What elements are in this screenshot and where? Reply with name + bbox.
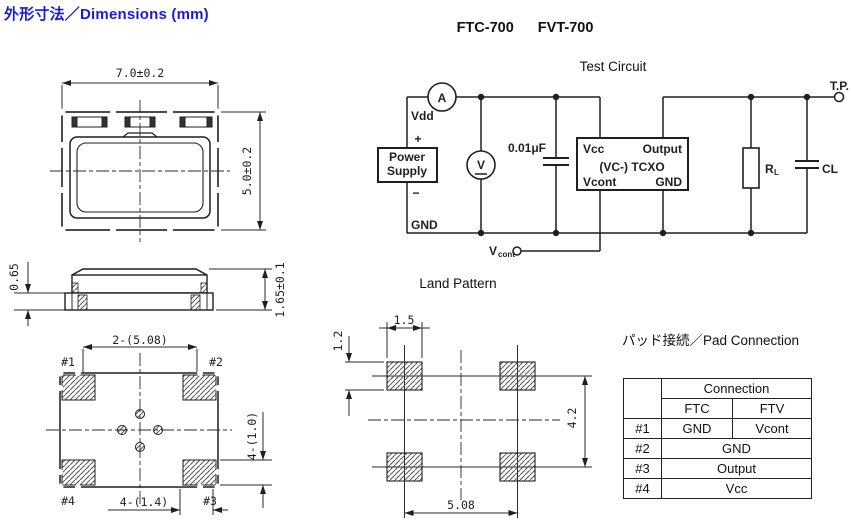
land-pattern-title: Land Pattern xyxy=(419,276,497,291)
vcont-terminal-node xyxy=(512,246,522,256)
table-col-ftc: FTC xyxy=(661,398,733,419)
side-body xyxy=(71,274,208,294)
load-capacitor-label: CL xyxy=(822,162,838,176)
package-top-view: 7.0±0.2 5.0±0.2 xyxy=(50,66,266,242)
pad-2 xyxy=(182,374,217,401)
circuit-wires xyxy=(406,96,834,252)
row1-ftc-value: GND xyxy=(661,418,733,439)
page-title: 外形寸法／Dimensions (mm) xyxy=(4,6,209,23)
table-header-connection: Connection xyxy=(661,378,812,399)
gnd-rail-label: GND xyxy=(411,218,438,232)
row2-value: GND xyxy=(661,438,812,459)
tcxo-output-pin: Output xyxy=(643,142,682,156)
test-circuit-title: Test Circuit xyxy=(579,59,647,74)
model-names: FTC-700 FVT-700 xyxy=(375,20,675,36)
bottom-pitch-dim: 2-(5.08) xyxy=(112,333,167,347)
pad-4-label: #4 xyxy=(61,494,75,508)
table-row: #2 GND xyxy=(623,438,812,459)
land-pad-height-dim: 1.2 xyxy=(331,331,345,352)
junction-dots xyxy=(477,93,811,237)
row1-pad: #1 xyxy=(623,418,662,439)
test-point-label: T.P. xyxy=(830,79,849,93)
pad-3-label: #3 xyxy=(203,494,217,508)
vcont-terminal-sub: cont xyxy=(498,250,515,259)
side-lid xyxy=(71,268,208,276)
row2-pad: #2 xyxy=(623,438,662,459)
bottom-pad-height-dim: 4-(1.0) xyxy=(245,412,259,460)
bottom-notches xyxy=(56,369,222,491)
voltmeter-label: V xyxy=(477,158,485,172)
row3-value: Output xyxy=(661,458,812,479)
row4-pad: #4 xyxy=(623,478,662,499)
side-view-height-dim: 1.65±0.1 xyxy=(273,262,287,317)
land-pattern-diagram: 1.5 1.2 4.2 5.08 xyxy=(331,313,592,518)
corner-pads xyxy=(61,374,217,486)
test-point-node xyxy=(833,91,845,103)
plus-label: + xyxy=(414,132,421,146)
land-pad-width-dim: 1.5 xyxy=(394,313,415,327)
top-marks xyxy=(71,116,213,128)
power-supply-line1: Power xyxy=(389,150,425,164)
ammeter-symbol xyxy=(427,82,457,112)
pad-1-label: #1 xyxy=(61,355,75,369)
pad-1 xyxy=(61,374,96,401)
vcont-terminal-label: V xyxy=(489,244,497,258)
power-supply-line2: Supply xyxy=(387,164,427,178)
top-view-width-dim: 7.0±0.2 xyxy=(116,66,164,80)
table-col-ftv: FTV xyxy=(732,398,812,419)
ammeter-label: A xyxy=(438,91,447,105)
castellation-notches xyxy=(58,108,222,234)
land-pads xyxy=(386,361,536,482)
tcxo-gnd-pin: GND xyxy=(655,175,682,189)
load-capacitor-symbol xyxy=(795,160,819,169)
package-bottom-view: 2-(5.08) #1 #2 #3 #4 4-(1.4) xyxy=(46,333,272,515)
table-row: #1 GND Vcont xyxy=(623,418,812,439)
pad-connection-table: Connection FTC FTV #1 GND Vcont #2 GND #… xyxy=(623,378,812,499)
vdd-label: Vdd xyxy=(411,109,434,123)
side-base xyxy=(64,292,214,311)
minus-label: − xyxy=(412,186,419,200)
side-view-upper-dim: 0.65 xyxy=(7,263,21,291)
bottom-pad-width-dim: 4-(1.4) xyxy=(120,495,168,509)
tcxo-name: (VC-) TCXO xyxy=(599,160,664,174)
load-resistor-sub: L xyxy=(774,168,779,177)
tcxo-vcc-pin: Vcc xyxy=(583,142,605,156)
test-circuit-diagram: A V Power Supply + − Vdd GND 0.01μF Vcc … xyxy=(377,79,849,259)
row3-pad: #3 xyxy=(623,458,662,479)
pad-2-label: #2 xyxy=(209,355,223,369)
load-resistor-label: R xyxy=(765,162,774,176)
bypass-capacitor-symbol xyxy=(543,157,569,166)
table-corner-cell xyxy=(623,378,662,419)
row4-value: Vcc xyxy=(661,478,812,499)
table-row: #4 Vcc xyxy=(623,478,812,499)
load-resistor-symbol xyxy=(742,147,760,189)
land-row-pitch-dim: 4.2 xyxy=(565,408,579,429)
package-side-view: 0.65 1.65±0.1 xyxy=(7,262,287,326)
model-fvt-700: FVT-700 xyxy=(537,20,594,36)
land-col-pitch-dim: 5.08 xyxy=(447,498,475,512)
power-supply-box xyxy=(377,147,438,183)
tcxo-vcont-pin: Vcont xyxy=(583,175,616,189)
voltmeter-symbol xyxy=(466,150,496,180)
top-view-height-dim: 5.0±0.2 xyxy=(240,147,254,195)
tcxo-box xyxy=(576,137,689,191)
table-row: #3 Output xyxy=(623,458,812,479)
bypass-cap-label: 0.01μF xyxy=(508,141,546,155)
model-ftc-700: FTC-700 xyxy=(456,20,514,36)
pad-connection-title: パッド接続／Pad Connection xyxy=(622,333,800,348)
pad-4 xyxy=(61,459,96,486)
pad-3 xyxy=(182,459,217,486)
row1-ftv-value: Vcont xyxy=(732,418,812,439)
